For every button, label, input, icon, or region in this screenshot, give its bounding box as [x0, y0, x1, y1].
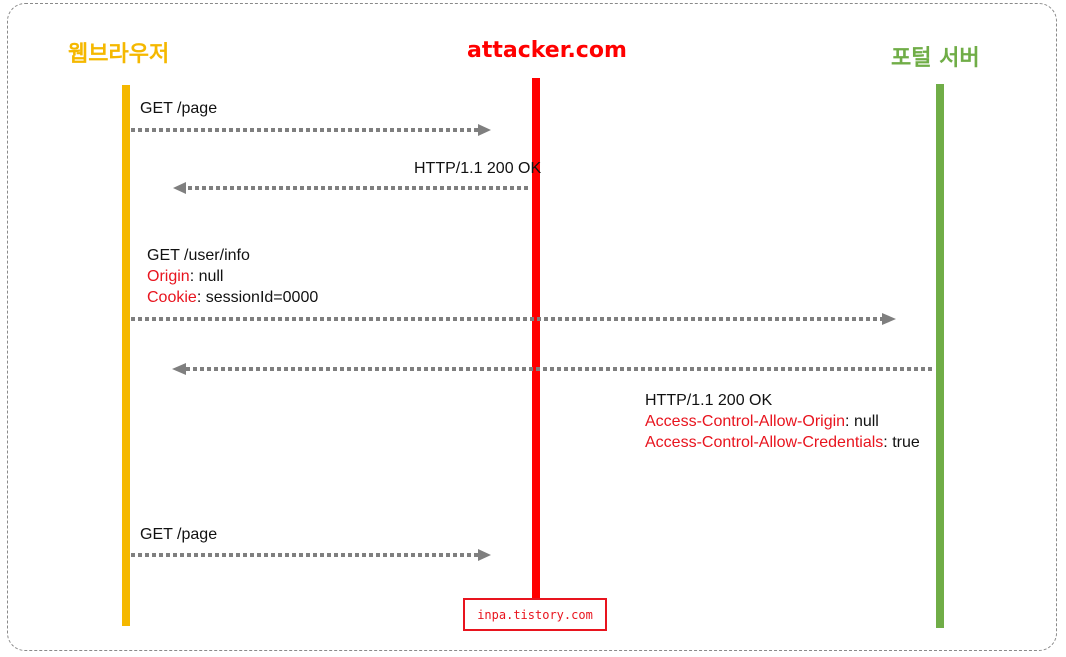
arrowhead-3 — [882, 313, 896, 325]
message-3-request-line: GET /user/info — [147, 247, 250, 264]
lane-title-browser: 웹브라우저 — [68, 42, 170, 67]
arrowhead-1 — [478, 124, 491, 136]
arrowhead-5 — [478, 549, 491, 561]
message-4-acac-header: Access-Control-Allow-Credentials: true — [645, 432, 920, 453]
arrowhead-2 — [173, 182, 186, 194]
header-value: : null — [845, 413, 879, 430]
header-name: Access-Control-Allow-Credentials — [645, 434, 884, 451]
message-5-request-line: GET /page — [140, 526, 218, 543]
lane-title-attacker: attacker.com — [467, 38, 627, 63]
message-2-label: HTTP/1.1 200 OK — [414, 158, 541, 179]
header-value: : sessionId=0000 — [196, 289, 319, 306]
message-3-cookie-header: Cookie: sessionId=0000 — [147, 287, 318, 308]
message-4-status-line: HTTP/1.1 200 OK — [645, 392, 773, 409]
message-2-status-line: HTTP/1.1 200 OK — [414, 160, 542, 177]
message-4-acao-header: Access-Control-Allow-Origin: null — [645, 411, 920, 432]
message-5-label: GET /page — [140, 524, 217, 545]
message-4-label: HTTP/1.1 200 OK Access-Control-Allow-Ori… — [645, 390, 920, 453]
header-name: Access-Control-Allow-Origin — [645, 413, 846, 430]
diagram-frame — [7, 3, 1057, 651]
lifeline-attacker — [532, 78, 540, 600]
watermark-text: inpa.tistory.com — [477, 607, 593, 622]
message-3-origin-header: Origin: null — [147, 266, 318, 287]
header-value: : null — [189, 268, 224, 285]
message-1-request-line: GET /page — [140, 100, 218, 117]
message-1-label: GET /page — [140, 98, 217, 119]
arrowhead-4 — [172, 363, 186, 375]
header-name: Origin — [147, 268, 190, 285]
header-name: Cookie — [147, 289, 197, 306]
lifeline-portal — [936, 84, 944, 628]
message-3-label: GET /user/info Origin: null Cookie: sess… — [147, 245, 318, 308]
lifeline-browser — [122, 85, 130, 626]
header-value: : true — [883, 434, 920, 451]
lane-title-portal: 포털 서버 — [891, 46, 980, 71]
watermark-box: inpa.tistory.com — [463, 598, 607, 631]
